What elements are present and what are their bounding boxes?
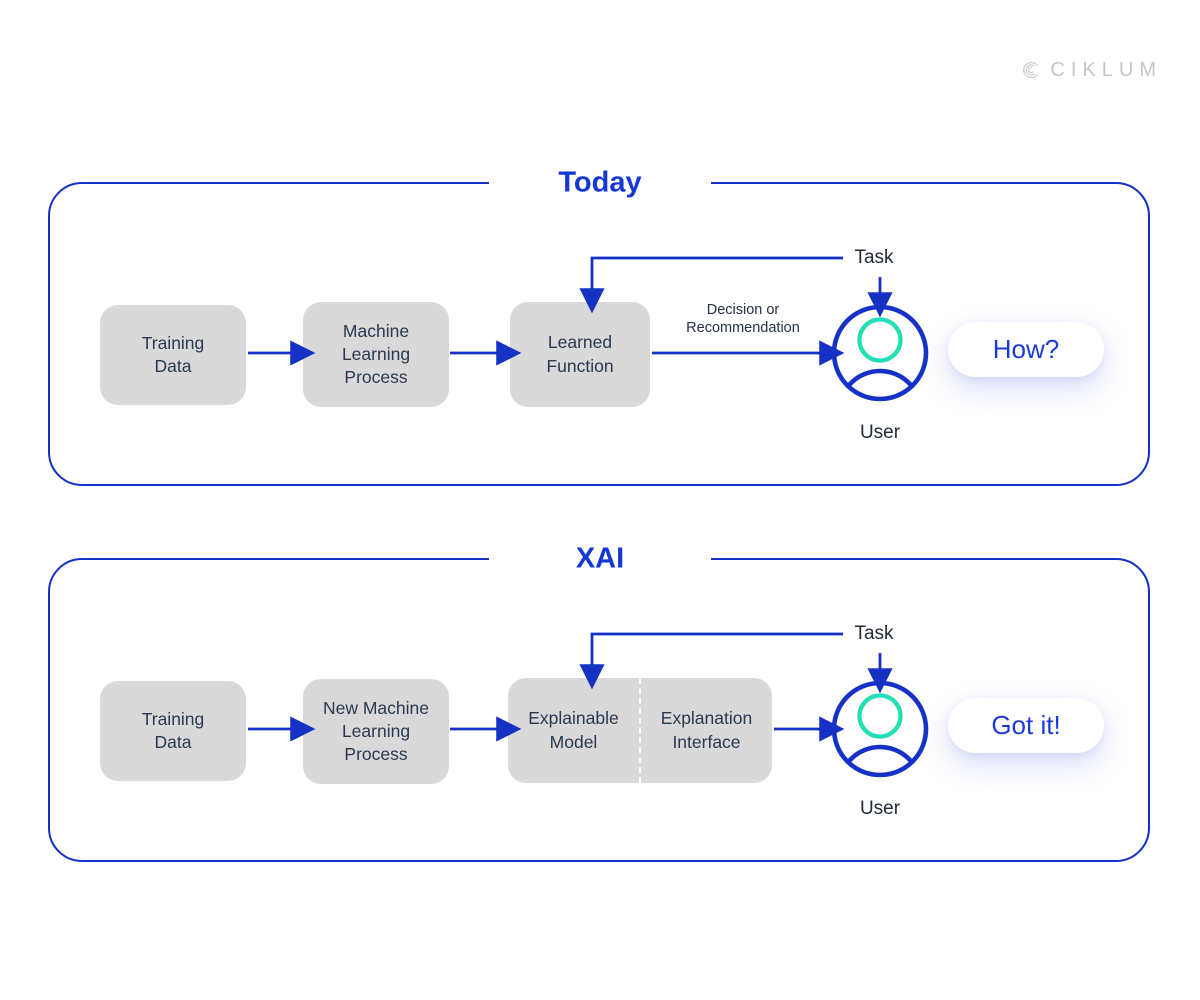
- user-label-xai: User: [859, 798, 901, 819]
- panel-title-today: Today: [489, 162, 711, 204]
- user-label-today: User: [859, 422, 901, 443]
- decision-recommendation-label: Decision or Recommendation: [686, 302, 800, 337]
- brand-header: CIKLUM: [1022, 46, 1162, 94]
- node-ml-process: Machine Learning Process: [303, 302, 449, 407]
- task-label-xai: Task: [854, 623, 894, 644]
- node-label: Explanation Interface: [660, 708, 753, 752]
- panel-title-xai: XAI: [489, 538, 711, 580]
- node-label: Learned Function: [546, 332, 614, 376]
- node-new-ml-process: New Machine Learning Process: [303, 679, 449, 784]
- node-label: Machine Learning Process: [341, 320, 411, 388]
- ciklum-arcs-icon: [1023, 61, 1038, 79]
- node-label: Explainable Model: [528, 708, 619, 752]
- how-pill-button[interactable]: How?: [948, 322, 1104, 377]
- task-label-today: Task: [854, 247, 894, 268]
- node-training-data-today: Training Data: [100, 305, 246, 405]
- got-it-pill-button[interactable]: Got it!: [948, 698, 1104, 753]
- node-learned-function: Learned Function: [510, 302, 650, 407]
- node-label: Training Data: [141, 332, 205, 376]
- node-explainable-split: Explainable Model Explanation Interface: [508, 678, 772, 783]
- split-cell-explainable-model: Explainable Model: [508, 678, 639, 783]
- brand-logo-text: CIKLUM: [1050, 58, 1162, 81]
- split-cell-explanation-interface: Explanation Interface: [639, 678, 772, 783]
- node-label: Training Data: [141, 708, 205, 752]
- node-label: New Machine Learning Process: [322, 697, 430, 765]
- node-training-data-xai: Training Data: [100, 681, 246, 781]
